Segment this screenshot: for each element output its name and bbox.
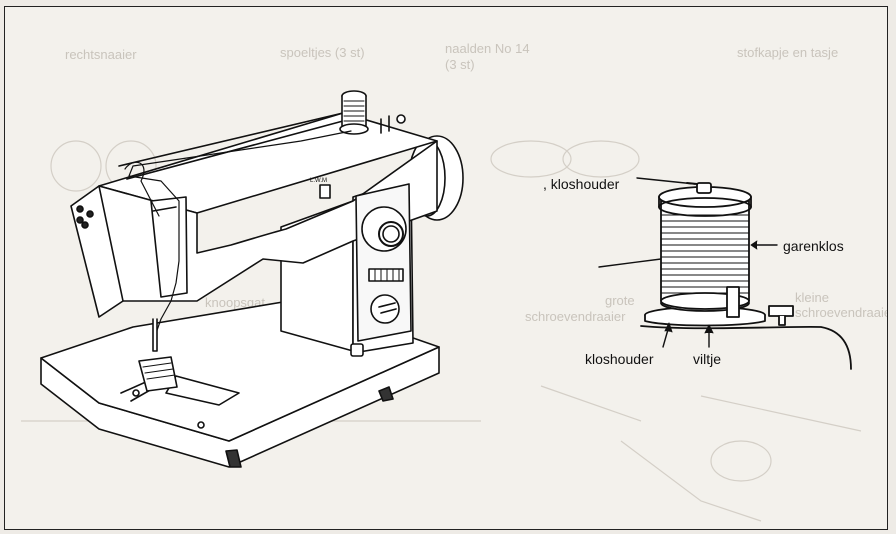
bleed-text: schroevendraaier: [795, 305, 888, 320]
bleed-text: (3 st): [445, 57, 475, 72]
lever-mark: L.W.M: [310, 178, 327, 184]
bleed-text: spoeltjes (3 st): [280, 45, 365, 60]
illustration-frame: rechtsnaaier spoeltjes (3 st) naalden No…: [4, 6, 888, 530]
spool-pin-top-label: , kloshouder: [543, 176, 620, 192]
bleed-text: naalden No 14: [445, 41, 530, 56]
sewing-machine: [40, 90, 464, 468]
spool-pin-bottom-label: kloshouder: [585, 351, 654, 367]
thread-spool-label: garenklos: [783, 238, 844, 254]
spool-detail: [598, 177, 852, 370]
bleed-text: rechtsnaaier: [65, 47, 137, 62]
bleed-text: stofkapje en tasje: [737, 45, 839, 60]
bleed-text: kleine: [795, 290, 829, 305]
illustration-svg: L.W.M: [21, 90, 862, 522]
bleed-text: schroevendraaier: [525, 309, 626, 324]
bleed-text: grote: [605, 293, 635, 308]
bleed-text: knoopsgat: [205, 295, 265, 310]
felt-label: viltje: [693, 351, 722, 367]
